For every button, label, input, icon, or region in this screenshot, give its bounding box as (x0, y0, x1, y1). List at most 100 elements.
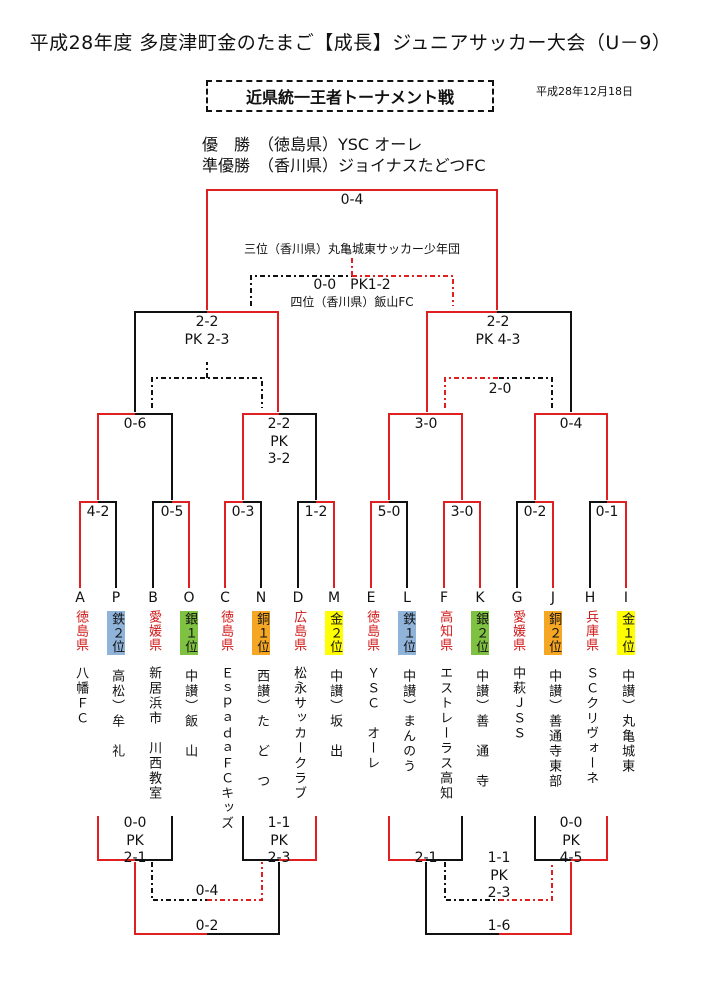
team-name: 八幡ＦＣ (73, 665, 89, 726)
team-prefecture: 愛媛県 (146, 609, 162, 652)
team-name: 中讃）丸亀城東 (619, 668, 635, 774)
team-column: J 銅２位中讃）善通寺東部 (541, 590, 565, 789)
subtitle-box: 近県統一王者トーナメント戦 (206, 80, 494, 112)
r1-score-2: 0-5 (160, 504, 184, 520)
team-rank-badge: 鉄１位 (397, 610, 417, 655)
r1-score-1: 4-2 (86, 504, 110, 520)
qf4-r (571, 413, 608, 500)
lower-right-c-score: 1-1 PK 2-3 (487, 850, 511, 901)
team-letter: K (475, 590, 485, 606)
team-column: H 兵庫県 ＳＣクリヴォーネ (578, 590, 602, 786)
qf3 (388, 413, 426, 500)
runner-up-result: 準優勝 （香川県）ジョイナスたどつFC (202, 156, 486, 175)
team-name: 高松）牟 礼 (109, 668, 125, 759)
team-letter: H (584, 590, 596, 606)
team-prefecture: 徳島県 (73, 609, 89, 652)
team-letter: D (292, 590, 304, 606)
lower-right-d-score: 1-6 (487, 918, 511, 934)
team-letter: F (439, 590, 449, 606)
lower-left-a-score: 0-0 PK 2-1 (123, 815, 147, 866)
page-title: 平成28年度 多度津町金のたまご【成長】ジュニアサッカー大会（U－9） (29, 32, 672, 54)
team-name: 中讃）まんのう (400, 668, 416, 774)
qf3-score: 3-0 (414, 416, 438, 432)
team-column: E 徳島県 ＹＳＣ オーレ (359, 590, 383, 771)
team-rank-badge: 銀１位 (179, 610, 199, 655)
team-rank-badge: 金２位 (324, 610, 344, 655)
team-prefecture: 愛媛県 (510, 609, 526, 652)
team-prefecture: 徳島県 (218, 609, 234, 652)
team-rank-badge: 金１位 (616, 610, 636, 655)
r1-score-8: 0-1 (595, 504, 619, 520)
cons-left-upper (151, 362, 263, 408)
third-place-right (351, 258, 454, 306)
team-letter: B (148, 590, 158, 606)
team-name: 新居浜市 川西教室 (146, 665, 162, 801)
lower-left-b-score: 1-1 PK 2-3 (267, 815, 291, 866)
r1-score-7: 0-2 (523, 504, 547, 520)
team-letter: A (75, 590, 85, 606)
qf3-r (426, 413, 463, 500)
team-name: 西讃）た ど つ (254, 668, 270, 789)
qf1 (97, 413, 135, 500)
semi-left-left (134, 311, 207, 412)
event-date: 平成28年12月18日 (536, 85, 633, 98)
team-letter: O (183, 590, 195, 606)
team-prefecture: 高知県 (437, 609, 453, 652)
semi-left-right (207, 311, 279, 412)
team-column: C 徳島県 ＥｓｐａｄａＦＣキッズ (213, 590, 237, 831)
cons-right-upper-r (499, 377, 553, 408)
team-letter: J (550, 590, 556, 606)
team-column: F 高知県エストレーラス高知 (432, 590, 456, 801)
qf1-r (135, 413, 173, 500)
r1-score-3: 0-3 (231, 504, 255, 520)
qf2-r (279, 413, 317, 500)
team-rank-badge: 鉄２位 (106, 610, 126, 655)
semi-right-score: 2-2 PK 4-3 (475, 314, 521, 348)
lower-right-b-score: 0-0 PK 4-5 (559, 815, 583, 866)
team-name: ＥｓｐａｄａＦＣキッズ (218, 665, 234, 831)
final-line-right-red (352, 189, 498, 310)
third-place-team: 三位（香川県）丸亀城東サッカー少年団 (243, 242, 460, 256)
team-prefecture: 徳島県 (364, 609, 380, 652)
team-name: 中萩ＪＳＳ (510, 665, 526, 741)
team-letter: L (403, 590, 411, 606)
final-line-left-red (206, 189, 352, 310)
team-column: O 銀１位中讃）飯 山 (177, 590, 201, 759)
team-letter: E (366, 590, 376, 606)
qf2-score: 2-2 PK 3-2 (267, 416, 291, 467)
team-letter: C (220, 590, 230, 606)
semi-right-left (426, 311, 497, 412)
semi-right-right (497, 311, 572, 412)
team-name: 中讃）坂 出 (327, 668, 343, 759)
subtitle: 近県統一王者トーナメント戦 (245, 88, 454, 107)
team-name: 中讃）飯 山 (182, 668, 198, 759)
qf2 (242, 413, 279, 500)
lower-left-d-score: 0-2 (195, 918, 219, 934)
third-place-score: 0-0 PK1-2 (313, 277, 391, 293)
team-name: エストレーラス高知 (437, 665, 453, 801)
lower-left-c-score: 0-4 (195, 883, 219, 899)
team-letter: G (511, 590, 523, 606)
team-name: 中讃）善 通 寺 (473, 668, 489, 789)
team-letter: M (327, 590, 341, 606)
team-rank-badge: 銅２位 (543, 610, 563, 655)
winner-result: 優 勝 （徳島県）YSC オーレ (202, 135, 423, 154)
cons-right-upper-l (444, 377, 499, 408)
team-letter: P (111, 590, 121, 606)
team-column: K 銀２位中讃）善 通 寺 (468, 590, 492, 789)
team-column: L 鉄１位中讃）まんのう (395, 590, 419, 774)
team-name: 中讃）善通寺東部 (546, 668, 562, 789)
team-column: M 金２位中讃）坂 出 (322, 590, 346, 759)
team-name: ＳＣクリヴォーネ (583, 665, 599, 786)
team-name: 松永サッカークラブ (291, 665, 307, 801)
final-score: 0-4 (340, 192, 364, 208)
team-name: ＹＳＣ オーレ (364, 665, 380, 771)
team-rank-badge: 銀２位 (470, 610, 490, 655)
team-letter: N (255, 590, 267, 606)
r1-score-5: 5-0 (377, 504, 401, 520)
team-prefecture: 兵庫県 (583, 609, 599, 652)
team-column: B 愛媛県新居浜市 川西教室 (141, 590, 165, 801)
lower-right-a-score: 2-1 (414, 850, 438, 866)
